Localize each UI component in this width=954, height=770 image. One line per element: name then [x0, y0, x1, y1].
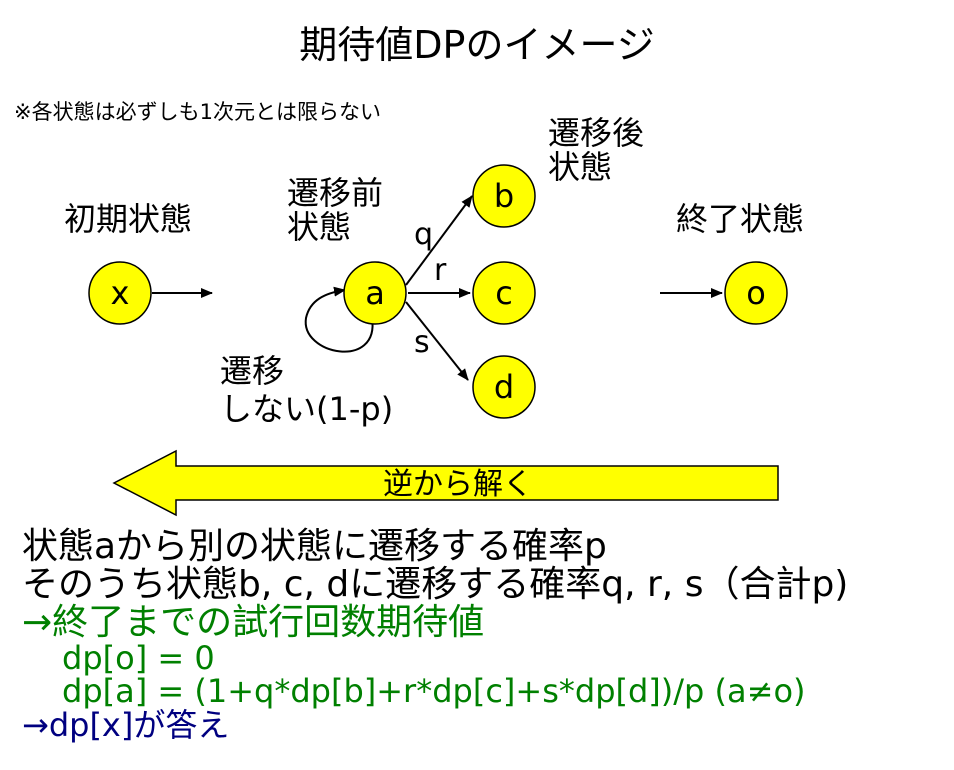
node-x-label: x: [111, 274, 130, 312]
edge-label-r: r: [434, 253, 447, 288]
after-state-label-line2: 状態: [548, 148, 613, 186]
page-title: 期待値DPのイメージ: [299, 23, 655, 67]
before-state-label-line2: 状態: [287, 208, 352, 246]
node-d: d: [472, 355, 536, 419]
dp-o-equation: dp[o] = 0: [62, 639, 215, 677]
self-loop-a: [304, 286, 374, 353]
solve-backward-label: 逆から解く: [383, 467, 533, 502]
solve-backward-arrow: 逆から解く: [112, 449, 779, 517]
explanation-line-1: 状態aから別の状態に遷移する確率p: [22, 526, 607, 567]
no-transition-label-line1: 遷移: [220, 352, 285, 390]
node-a: a: [343, 261, 407, 325]
explanation-line-3: →終了までの試行回数期待値: [22, 602, 485, 643]
initial-state-label: 初期状態: [64, 200, 193, 238]
edge-a-b: [405, 195, 473, 286]
edge-label-q: q: [414, 217, 433, 252]
after-state-label-line1: 遷移後: [548, 114, 645, 152]
dp-a-equation: dp[a] = (1+q*dp[b]+r*dp[c]+s*dp[d])/p (a…: [62, 672, 806, 710]
node-c: c: [472, 261, 536, 325]
no-transition-label-line2: しない(1-p): [220, 390, 394, 428]
edge-label-s: s: [414, 325, 430, 360]
before-state-label-line1: 遷移前: [287, 174, 384, 212]
explanation-line-2: そのうち状態b, c, dに遷移する確率q, r, s（合計p): [22, 564, 849, 605]
explanation-block: 状態aから別の状態に遷移する確率p そのうち状態b, c, dに遷移する確率q,…: [22, 526, 849, 744]
node-x: x: [88, 261, 152, 325]
node-o-label: o: [746, 274, 766, 312]
node-b: b: [472, 164, 536, 228]
node-a-label: a: [365, 274, 385, 312]
node-b-label: b: [494, 177, 514, 215]
answer-line: →dp[x]が答え: [22, 706, 230, 744]
node-c-label: c: [495, 274, 513, 312]
note-text: ※各状態は必ずしも1次元とは限らない: [14, 100, 381, 124]
node-d-label: d: [494, 368, 514, 406]
node-o: o: [724, 261, 788, 325]
edge-a-d: [405, 301, 469, 381]
end-state-label: 終了状態: [676, 200, 805, 238]
state-diagram: q r s x a b c d o 逆から解く: [88, 164, 788, 517]
